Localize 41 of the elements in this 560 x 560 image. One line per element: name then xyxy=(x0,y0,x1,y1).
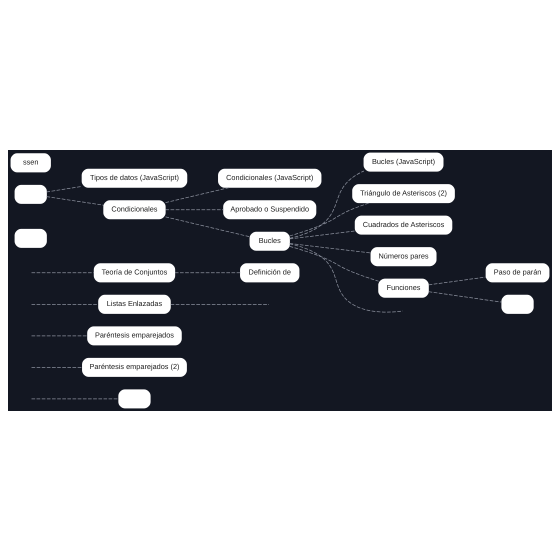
node-box: ssen xyxy=(10,152,51,172)
node-box: Números pares xyxy=(370,246,437,266)
node-box: Bucles xyxy=(250,231,290,250)
connector xyxy=(165,208,224,210)
node-box: Triángulo de Asteriscos (2) xyxy=(352,184,455,203)
node-box: Aprobado o Suspendido xyxy=(223,200,316,219)
connector xyxy=(31,303,99,304)
node-box: Teoría de Conjuntos xyxy=(94,262,176,282)
connector xyxy=(46,196,104,206)
node-box: Paréntesis emparejados (2) xyxy=(82,357,187,376)
node-box xyxy=(118,388,151,408)
node-box: Tipos de datos (JavaScript) xyxy=(82,168,188,188)
node-box: Paso de parán xyxy=(486,262,550,282)
connector xyxy=(289,245,379,282)
connector xyxy=(289,243,404,312)
connector xyxy=(170,303,270,304)
node-box: Cuadrados de Asteriscos xyxy=(354,215,452,234)
connector xyxy=(31,334,88,336)
node-box xyxy=(14,228,47,248)
node-box: Paréntesis emparejados xyxy=(87,326,182,345)
node-box: Funciones xyxy=(378,278,429,298)
connector xyxy=(31,272,94,273)
node-box: Definición de xyxy=(240,262,300,282)
connector xyxy=(289,230,356,239)
connector xyxy=(31,366,83,368)
connector xyxy=(31,398,119,399)
connector xyxy=(289,202,370,236)
connector xyxy=(428,276,486,285)
node-box: Condicionales xyxy=(103,200,166,219)
connector xyxy=(289,170,364,238)
node-box: Bucles (JavaScript) xyxy=(364,152,444,172)
connector xyxy=(46,186,82,192)
connector xyxy=(289,242,372,253)
node-box xyxy=(501,294,534,314)
connector xyxy=(165,186,230,202)
node-box: Listas Enlazadas xyxy=(98,294,171,314)
connector xyxy=(174,272,241,273)
connector xyxy=(165,216,250,237)
connector xyxy=(428,290,502,302)
node-box: Condicionales (JavaScript) xyxy=(218,168,322,188)
node-box xyxy=(14,184,47,204)
